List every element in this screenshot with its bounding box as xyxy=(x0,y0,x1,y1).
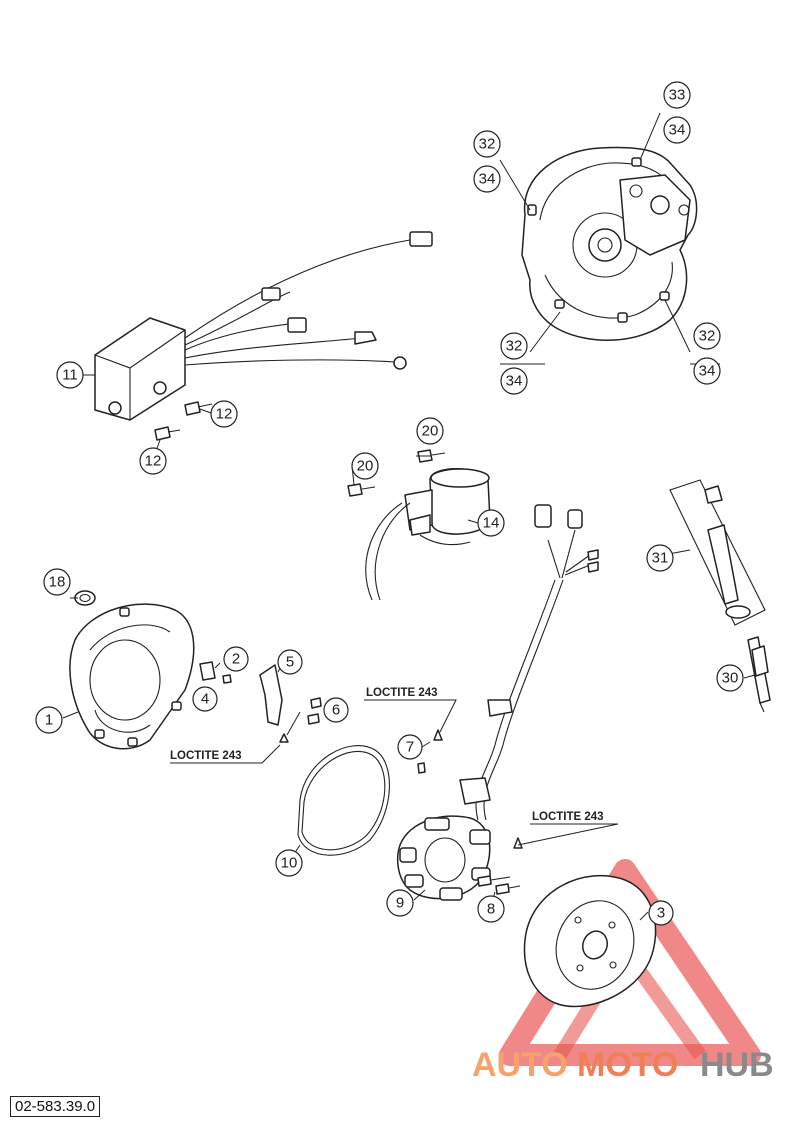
svg-text:5: 5 xyxy=(286,654,294,671)
callout-12-lower: 12 xyxy=(139,447,167,475)
svg-text:31: 31 xyxy=(652,550,669,567)
svg-text:14: 14 xyxy=(483,515,500,532)
watermark-auto: AUTO xyxy=(472,1046,568,1084)
loctite-label-right: LOCTITE 243 xyxy=(532,811,604,823)
svg-text:8: 8 xyxy=(487,901,495,918)
callout-34-top-left: 34 xyxy=(473,165,501,193)
svg-text:34: 34 xyxy=(699,363,716,380)
svg-text:20: 20 xyxy=(422,423,439,440)
callout-20-upper: 20 xyxy=(416,417,444,445)
stator xyxy=(397,815,491,901)
svg-text:1: 1 xyxy=(45,712,53,729)
svg-text:34: 34 xyxy=(669,122,686,139)
callout-32-top-left: 32 xyxy=(473,130,501,158)
callout-4: 4 xyxy=(192,686,218,712)
screw-7 xyxy=(417,729,443,774)
callout-32-bottom-left: 32 xyxy=(500,332,528,360)
callout-2: 2 xyxy=(223,646,249,672)
cdi-wiring-harness xyxy=(184,231,433,370)
svg-text:34: 34 xyxy=(506,373,523,390)
screws-6 xyxy=(279,697,322,743)
callout-34-bottom-left: 34 xyxy=(500,367,528,395)
callout-7: 7 xyxy=(397,734,423,760)
svg-text:12: 12 xyxy=(145,453,162,470)
ignition-coil xyxy=(365,468,491,601)
callout-31: 31 xyxy=(646,544,674,572)
callout-32-bottom-right: 32 xyxy=(693,322,721,350)
svg-text:3: 3 xyxy=(657,905,665,922)
svg-text:20: 20 xyxy=(357,458,374,475)
svg-text:10: 10 xyxy=(281,855,298,872)
drawing-code: 02-583.39.0 xyxy=(10,1096,101,1117)
small-parts-2-4 xyxy=(199,661,232,684)
svg-text:32: 32 xyxy=(699,328,716,345)
spark-plug-cap xyxy=(669,479,766,626)
ignition-cover xyxy=(69,603,195,750)
cdi-unit xyxy=(94,317,186,421)
callout-8: 8 xyxy=(477,895,505,923)
watermark-text: AUTO MOTO HUB xyxy=(472,1046,774,1084)
loctite-label-middle: LOCTITE 243 xyxy=(366,687,438,699)
callout-33: 33 xyxy=(663,81,691,109)
watermark-moto: MOTO xyxy=(577,1046,678,1084)
flywheel xyxy=(523,875,657,1008)
callout-10: 10 xyxy=(275,849,303,877)
stator-cover xyxy=(521,146,698,341)
callout-1: 1 xyxy=(35,706,63,734)
svg-text:4: 4 xyxy=(201,691,209,708)
callout-12-upper: 12 xyxy=(210,400,238,428)
svg-text:11: 11 xyxy=(62,367,78,384)
o-ring xyxy=(297,745,390,856)
callout-30: 30 xyxy=(716,664,744,692)
coil-bolts xyxy=(347,449,446,497)
svg-text:7: 7 xyxy=(406,739,414,756)
callout-18: 18 xyxy=(43,568,71,596)
callout-34-bottom-right: 34 xyxy=(693,357,721,385)
svg-text:30: 30 xyxy=(722,670,739,687)
svg-text:32: 32 xyxy=(479,136,496,153)
svg-text:34: 34 xyxy=(479,171,496,188)
callout-20-lower: 20 xyxy=(351,452,379,480)
callout-9: 9 xyxy=(386,889,414,917)
watermark-hub: HUB xyxy=(700,1046,774,1084)
svg-text:9: 9 xyxy=(396,895,404,912)
callout-11: 11 xyxy=(56,361,84,389)
spark-plug xyxy=(747,636,771,713)
cdi-screws xyxy=(154,401,213,441)
svg-text:6: 6 xyxy=(332,702,340,719)
stator-screws-8 xyxy=(477,837,523,895)
callout-3: 3 xyxy=(648,900,674,926)
loctite-label-left: LOCTITE 243 xyxy=(170,750,242,762)
svg-text:12: 12 xyxy=(216,406,233,423)
callout-6: 6 xyxy=(323,697,349,723)
callout-34-top-right: 34 xyxy=(663,116,691,144)
stator-harness xyxy=(459,504,599,821)
pickup-plate-5 xyxy=(259,664,283,726)
svg-text:18: 18 xyxy=(49,574,66,591)
callout-14: 14 xyxy=(477,509,505,537)
svg-text:32: 32 xyxy=(506,338,523,355)
svg-text:2: 2 xyxy=(232,651,240,668)
svg-text:33: 33 xyxy=(669,87,686,104)
callout-5: 5 xyxy=(277,649,303,675)
loctite-underlines xyxy=(170,699,619,846)
